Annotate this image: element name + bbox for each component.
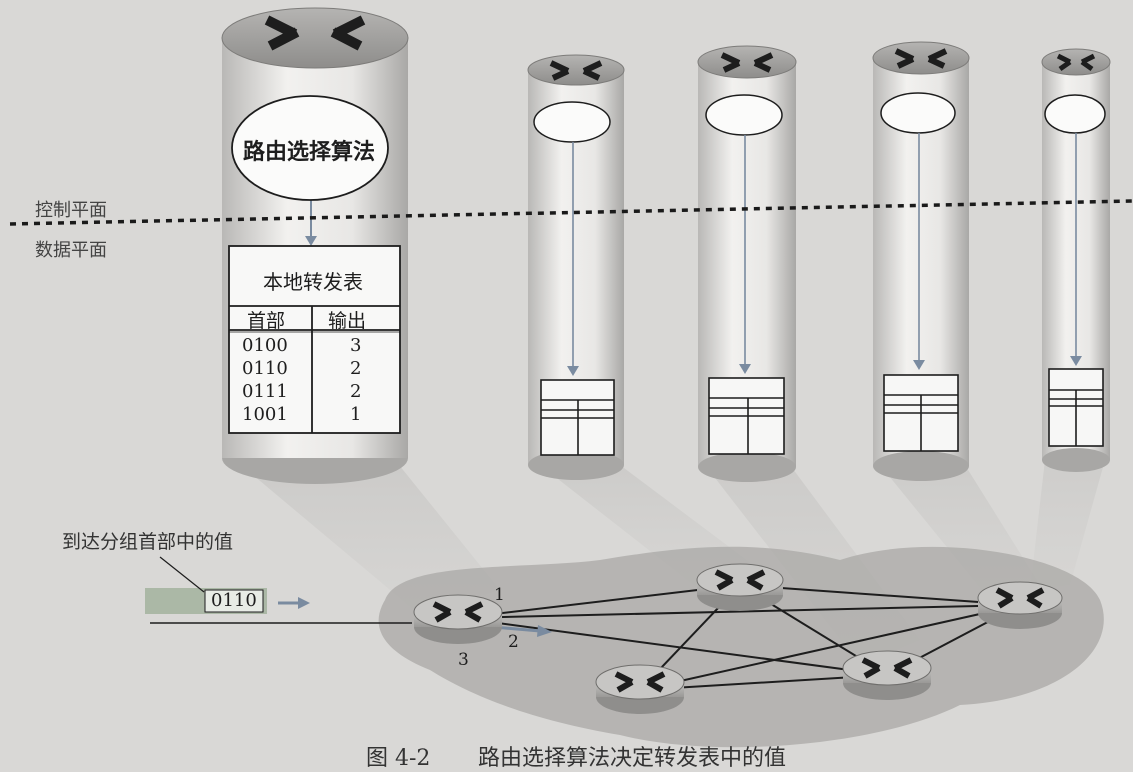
control-plane-label: 控制平面 (35, 200, 107, 221)
router-cylinder-5 (1041, 48, 1111, 472)
port-2-label: 2 (508, 632, 519, 652)
port-1-label: 1 (494, 585, 505, 605)
router-x-icon (264, 15, 366, 51)
network-router-bottom-right (842, 650, 932, 700)
figure-number: 图 4-2 (366, 746, 431, 771)
table-header-output: 输出 (328, 310, 367, 332)
port-3-label: 3 (458, 650, 469, 670)
packet-header-value: 0110 (211, 590, 257, 611)
forwarding-table-title: 本地转发表 (263, 270, 363, 294)
network-router-top (696, 563, 784, 611)
routing-algorithm-label: 路由选择算法 (243, 139, 376, 165)
figure-caption: 路由选择算法决定转发表中的值 (478, 746, 787, 771)
network-router-bottom-left (595, 664, 685, 714)
network-router-right (977, 581, 1063, 629)
table-row-1-output: 3 (350, 335, 362, 356)
table-row-2-prefix: 0110 (242, 358, 288, 379)
table-row-3-prefix: 0111 (242, 381, 288, 402)
table-row-4-output: 1 (350, 404, 362, 425)
router-cylinder-4 (872, 41, 970, 481)
plane-divider (9, 199, 1133, 226)
table-row-1-prefix: 0100 (242, 335, 288, 356)
data-plane-label: 数据平面 (35, 240, 107, 261)
network-router-main (413, 594, 503, 644)
packet-header-callout: 到达分组首部中的值 (62, 531, 234, 553)
incoming-packet (145, 556, 412, 624)
table-row-3-output: 2 (350, 381, 362, 402)
algorithm-ellipse (231, 95, 389, 201)
forwarding-table-frame (228, 245, 401, 434)
network-cloud (378, 546, 1104, 748)
table-header-prefix: 首部 (247, 310, 286, 332)
router-cylinder-2 (527, 54, 625, 480)
table-row-4-prefix: 1001 (242, 404, 288, 425)
table-row-2-output: 2 (350, 358, 362, 379)
router-cylinder-3 (697, 45, 797, 482)
